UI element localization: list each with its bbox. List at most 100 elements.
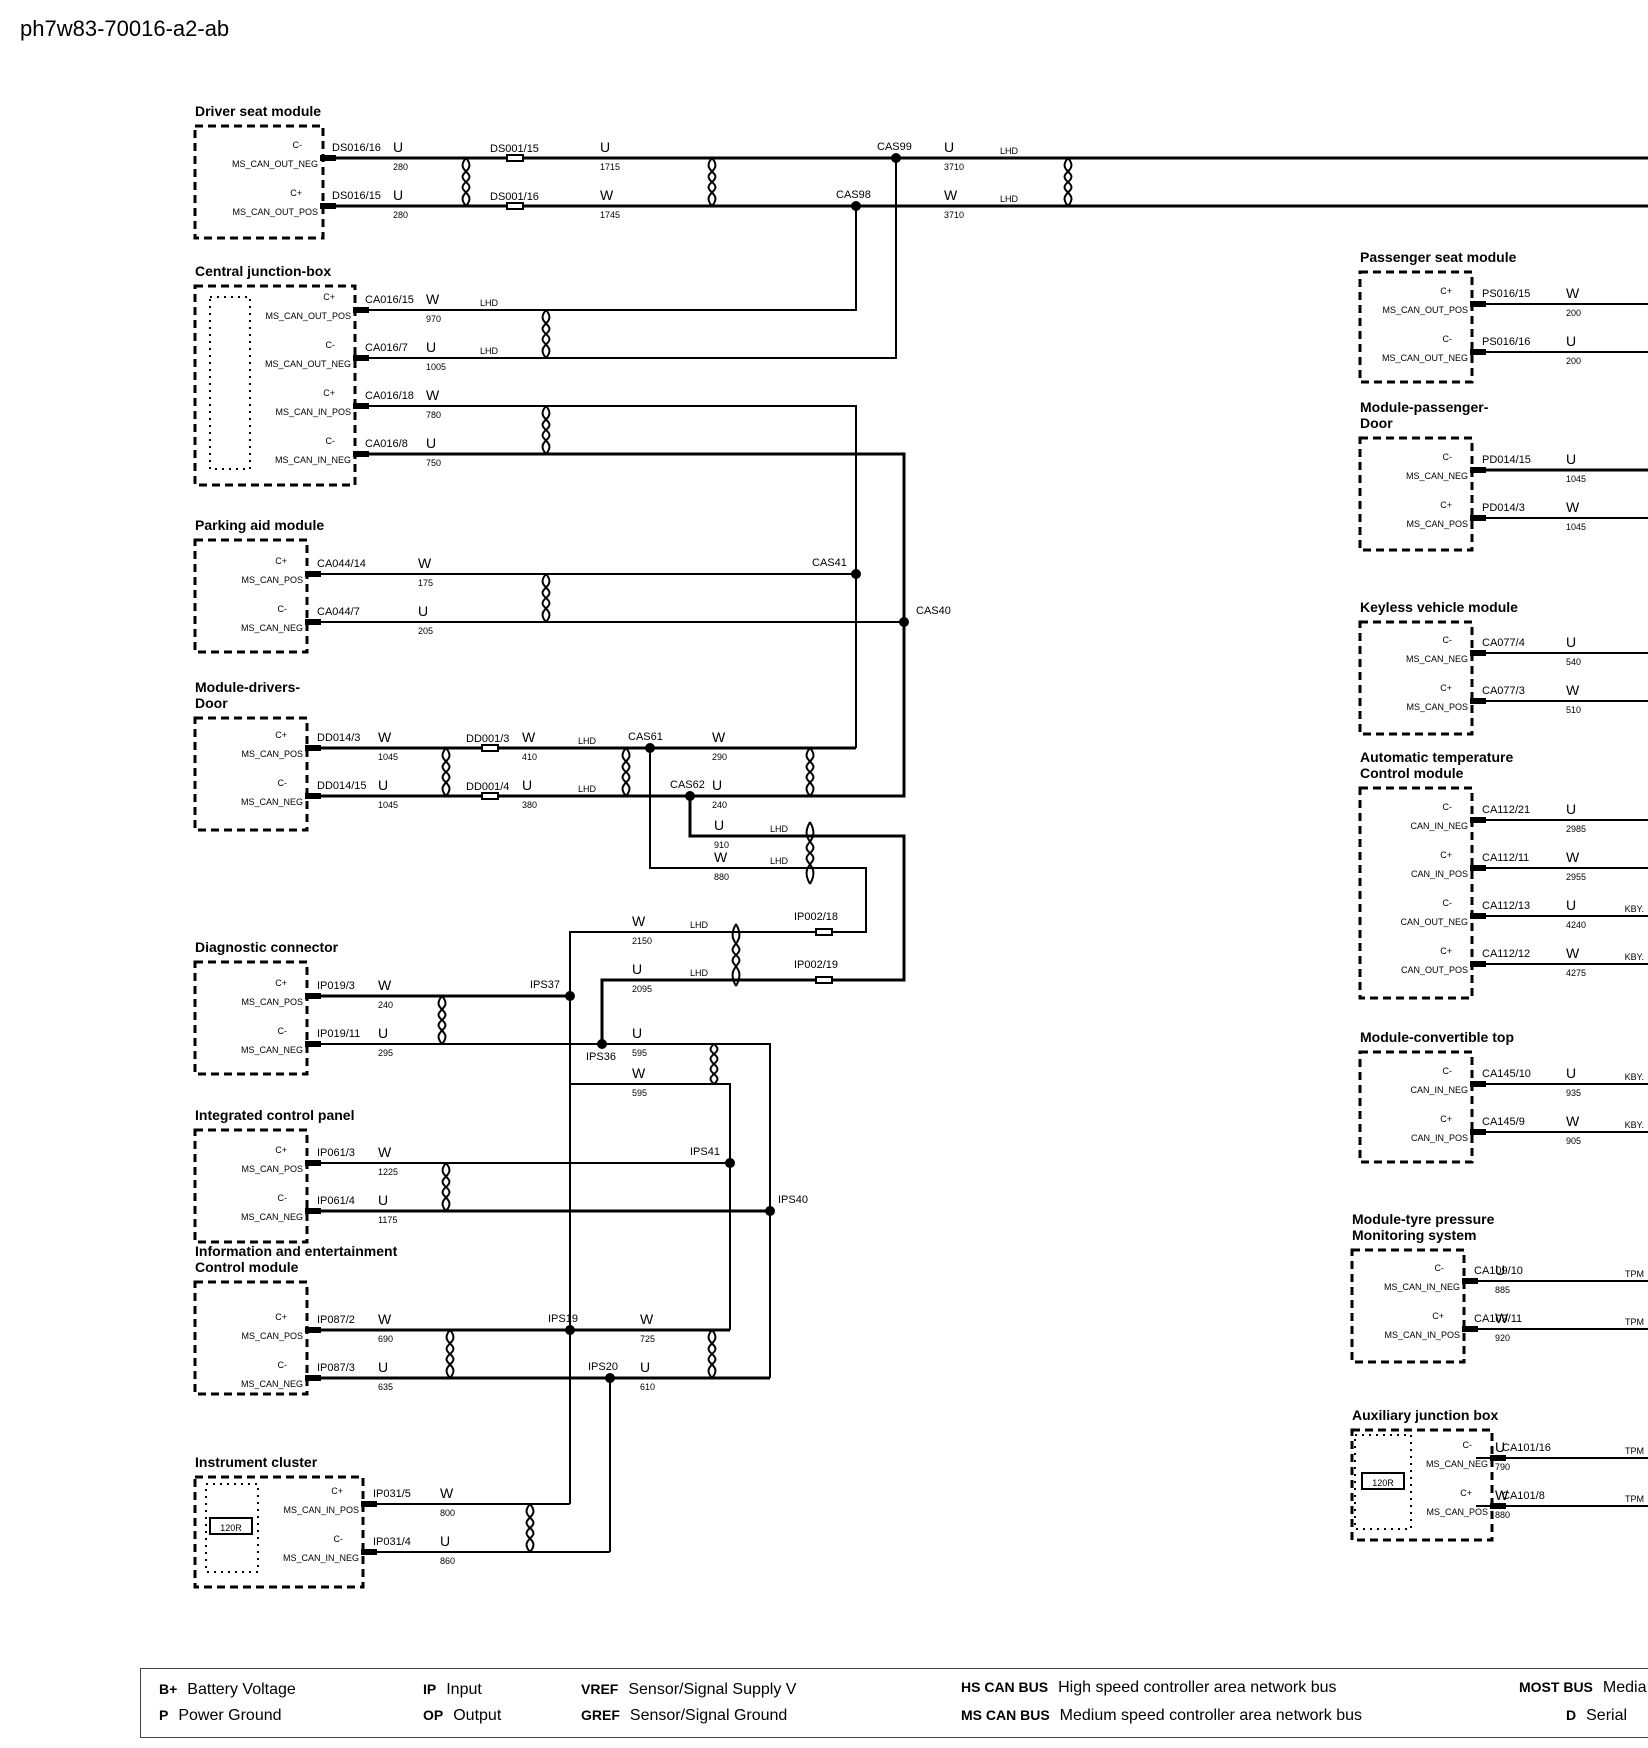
pin-connector <box>1470 913 1486 919</box>
wires <box>319 156 1648 1553</box>
module-title: Diagnostic connector <box>195 939 339 955</box>
wire-length: 935 <box>1566 1088 1581 1098</box>
pin-polarity: C- <box>278 1026 288 1036</box>
module-box <box>1358 786 1474 1000</box>
pin-polarity: C+ <box>290 188 302 198</box>
wire-length: 2150 <box>632 936 652 946</box>
wire-color: W <box>378 1311 392 1327</box>
module-title: Door <box>1360 415 1393 431</box>
pin-label: CA044/7 <box>317 606 360 618</box>
wire-length: 920 <box>1495 1333 1510 1343</box>
wire-length: 750 <box>426 458 441 468</box>
wire-length: 410 <box>522 752 537 762</box>
pin-connector <box>1470 817 1486 823</box>
pin-connector <box>353 355 369 361</box>
pin-connector <box>1470 865 1486 871</box>
wire-color: W <box>426 387 440 403</box>
module-title: Driver seat module <box>195 103 321 119</box>
wire-color: U <box>712 777 722 793</box>
wire-color: U <box>440 1533 450 1549</box>
module-box <box>193 124 325 240</box>
signal-name: MS_CAN_IN_NEG <box>1384 1282 1460 1292</box>
wire-segment <box>649 748 867 933</box>
twist-marker <box>707 157 717 207</box>
inline-connector-label: IP002/18 <box>794 911 838 923</box>
pin-label: PS016/16 <box>1482 336 1530 348</box>
wire-length: 880 <box>1495 1510 1510 1520</box>
pin-label: CA044/14 <box>317 558 366 570</box>
option-code: KBY. <box>1625 904 1644 914</box>
inline-connector <box>815 928 833 936</box>
wire-length: 635 <box>378 1382 393 1392</box>
pin-polarity: C+ <box>275 1312 287 1322</box>
pin-connector <box>1470 301 1486 307</box>
wire-color: W <box>600 187 614 203</box>
resistor-icon <box>1361 1472 1405 1490</box>
pin-connector <box>353 307 369 313</box>
wire-color: W <box>426 291 440 307</box>
wire-length: 3710 <box>944 210 964 220</box>
wire-length: 780 <box>426 410 441 420</box>
wire-color: W <box>440 1485 454 1501</box>
wire-length: 885 <box>1495 1285 1510 1295</box>
signal-name: MS_CAN_OUT_NEG <box>232 159 318 169</box>
wire-length: 800 <box>440 1508 455 1518</box>
wire-color: U <box>944 139 954 155</box>
module-title: Integrated control panel <box>195 1107 354 1123</box>
signal-name: CAN_IN_POS <box>1411 1133 1468 1143</box>
splice-label: IPS19 <box>548 1313 578 1325</box>
pin-polarity: C- <box>1435 1263 1445 1273</box>
pin-polarity: C- <box>278 604 288 614</box>
signal-name: MS_CAN_OUT_POS <box>1382 305 1468 315</box>
wire-length: 240 <box>378 1000 393 1010</box>
wire-color: U <box>1566 1065 1576 1081</box>
signal-name: CAN_OUT_POS <box>1401 965 1468 975</box>
signal-name: CAN_IN_NEG <box>1410 1085 1468 1095</box>
wire-color: U <box>378 1192 388 1208</box>
module-box <box>1358 436 1474 552</box>
module-box <box>193 538 309 654</box>
wire-length: 200 <box>1566 308 1581 318</box>
module-box <box>193 716 309 832</box>
pin-connector <box>1470 698 1486 704</box>
lhd-label: LHD <box>770 824 789 834</box>
pin-connector <box>305 793 321 799</box>
splice-dot <box>851 569 861 579</box>
pin-label: PS016/15 <box>1482 288 1530 300</box>
module-box <box>193 1475 365 1589</box>
wire-color: U <box>393 139 403 155</box>
inline-connector-label: DD001/3 <box>466 733 509 745</box>
wire-color: U <box>378 1025 388 1041</box>
splice-label: CAS41 <box>812 557 847 569</box>
pin-label: CA145/9 <box>1482 1116 1525 1128</box>
module-title: Central junction-box <box>195 263 331 279</box>
option-code: KBY. <box>1625 1120 1644 1130</box>
wire-color: U <box>1495 1439 1505 1455</box>
signal-name: MS_CAN_IN_POS <box>275 407 351 417</box>
lhd-label: LHD <box>1000 194 1019 204</box>
wire-length: 380 <box>522 800 537 810</box>
resistor-icon <box>209 1517 253 1535</box>
twist-marker <box>541 309 551 359</box>
signal-name: CAN_IN_NEG <box>1410 821 1468 831</box>
module-title: Information and entertainment <box>195 1243 398 1259</box>
pin-connector <box>305 619 321 625</box>
wire-length: 510 <box>1566 705 1581 715</box>
pin-connector <box>361 1549 377 1555</box>
pin-polarity: C- <box>1443 1066 1453 1076</box>
pin-connector <box>361 1501 377 1507</box>
pin-polarity: C+ <box>275 730 287 740</box>
wire-length: 280 <box>393 162 408 172</box>
pin-polarity: C- <box>293 140 303 150</box>
pin-polarity: C+ <box>1440 946 1452 956</box>
wire-length: 860 <box>440 1556 455 1566</box>
signal-name: CAN_IN_POS <box>1411 869 1468 879</box>
pin-connector <box>1490 1455 1506 1461</box>
pin-label: IP019/3 <box>317 980 355 992</box>
pin-connector <box>1470 1129 1486 1135</box>
wire-length: 595 <box>632 1048 647 1058</box>
pin-polarity: C- <box>1463 1440 1473 1450</box>
wire-length: 1045 <box>1566 522 1586 532</box>
wire-color: U <box>640 1359 650 1375</box>
